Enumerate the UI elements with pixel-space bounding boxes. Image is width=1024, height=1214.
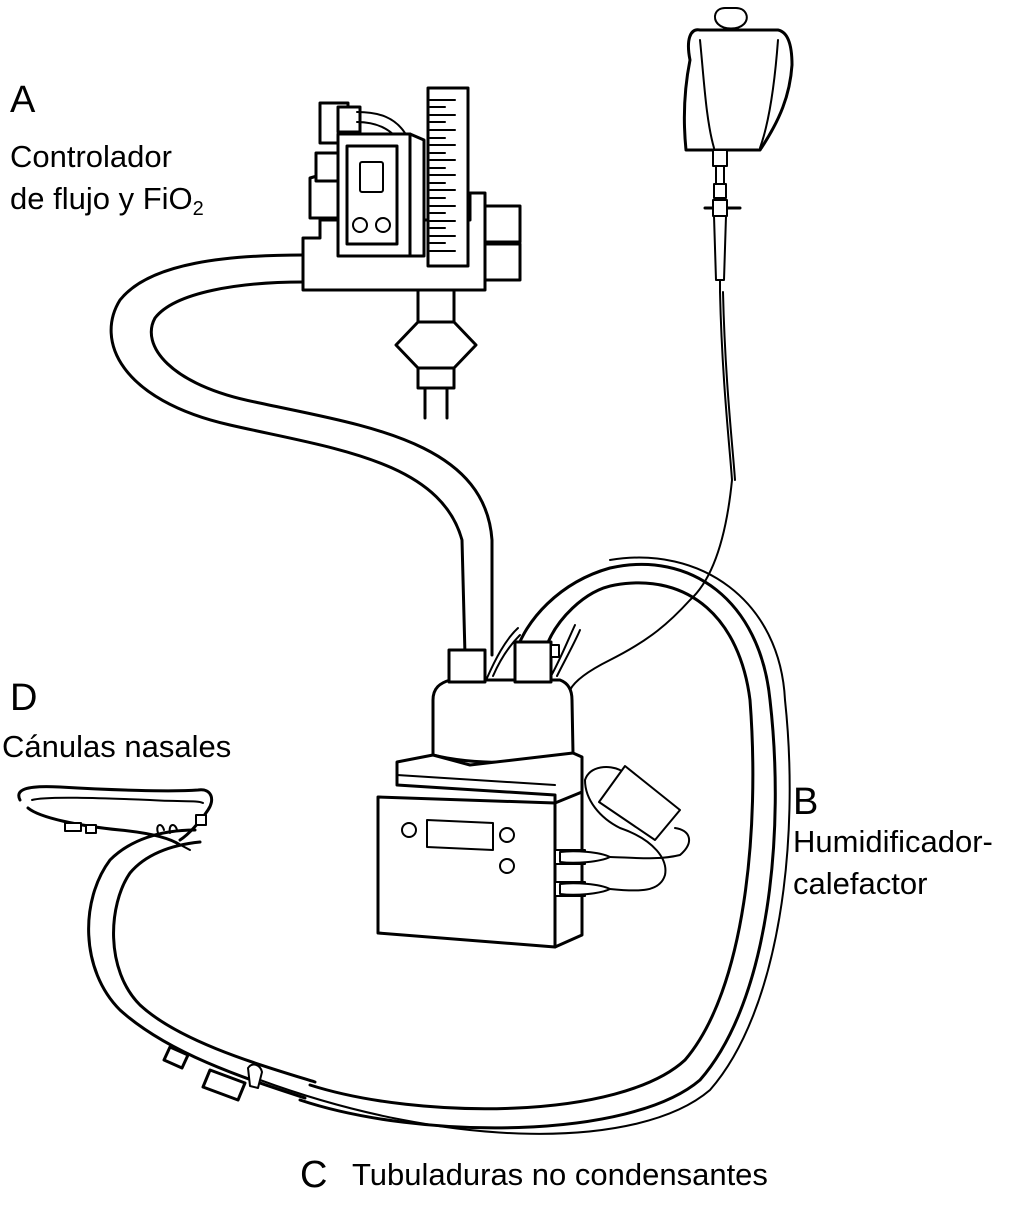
label-d-line1: Cánulas nasales xyxy=(2,729,232,764)
label-c-line1: Tubuladuras no condensantes xyxy=(352,1157,768,1192)
label-a-line2-text: de flujo y FiO xyxy=(10,181,193,216)
label-a-line2: de flujo y FiO2 xyxy=(10,180,204,220)
label-b-letter: B xyxy=(793,781,819,823)
flow-controller-device xyxy=(301,86,522,420)
label-d-letter: D xyxy=(10,677,38,719)
outer-tubing-loops xyxy=(259,556,791,1135)
water-bag-device xyxy=(569,7,794,691)
label-a-line1: Controlador xyxy=(10,139,172,174)
controller-to-humidifier-hose xyxy=(109,253,494,657)
humidifier-heater-device xyxy=(376,624,690,949)
label-a-letter: A xyxy=(10,79,36,121)
label-c-letter: C xyxy=(300,1154,328,1196)
nasal-cannula-device xyxy=(17,785,214,851)
nasal-cannula-tubing xyxy=(87,828,317,1102)
label-b-line2: calefactor xyxy=(793,866,928,901)
label-b-line1: Humidificador- xyxy=(793,824,993,859)
label-a-subscript: 2 xyxy=(192,198,204,220)
